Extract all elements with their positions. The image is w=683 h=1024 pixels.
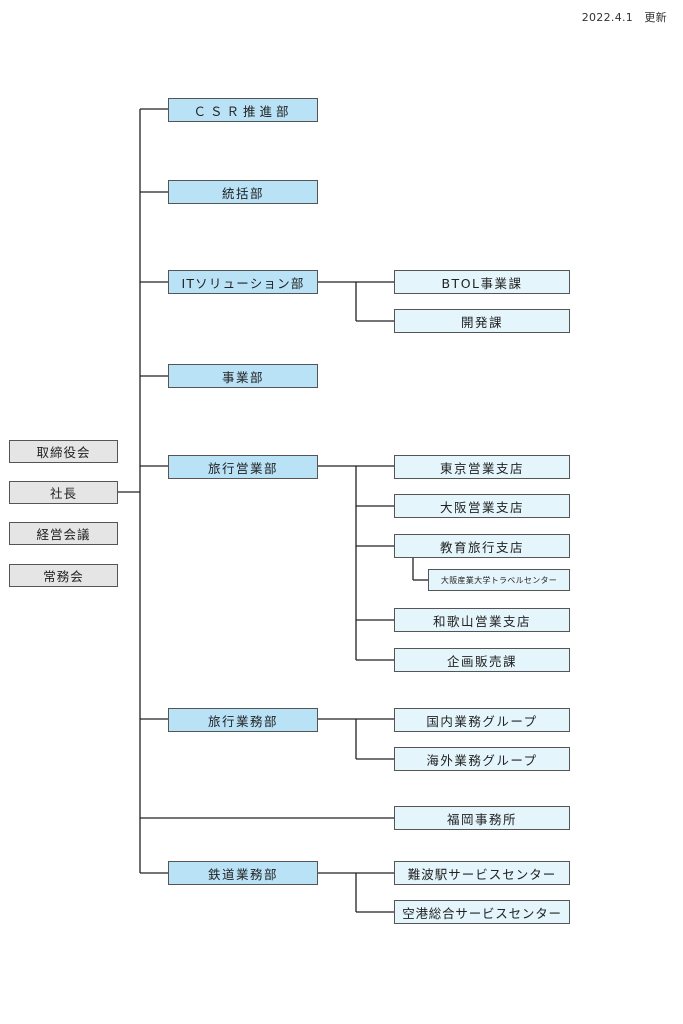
dept-railway: 鉄道業務部: [168, 861, 318, 885]
dept-csr: ＣＳＲ推進部: [168, 98, 318, 122]
namba-station-service-center: 難波駅サービスセンター: [394, 861, 570, 885]
board-of-directors-box: 取締役会: [9, 440, 118, 463]
dept-travel-operations: 旅行業務部: [168, 708, 318, 732]
section-planning-sales: 企画販売課: [394, 648, 570, 672]
dept-general-affairs: 統括部: [168, 180, 318, 204]
branch-tokyo: 東京営業支店: [394, 455, 570, 479]
branch-educational-travel: 教育旅行支店: [394, 534, 570, 558]
airport-service-center: 空港総合サービスセンター: [394, 900, 570, 924]
group-overseas-operations: 海外業務グループ: [394, 747, 570, 771]
dept-travel-sales: 旅行営業部: [168, 455, 318, 479]
branch-wakayama: 和歌山営業支店: [394, 608, 570, 632]
branch-osaka: 大阪営業支店: [394, 494, 570, 518]
osaka-sangyo-univ-travel-center: 大阪産業大学トラベルセンター: [428, 569, 570, 591]
management-meeting-box: 経営会議: [9, 522, 118, 545]
office-fukuoka: 福岡事務所: [394, 806, 570, 830]
dept-business: 事業部: [168, 364, 318, 388]
dept-it-solutions: ITソリューション部: [168, 270, 318, 294]
section-development: 開発課: [394, 309, 570, 333]
executive-committee-box: 常務会: [9, 564, 118, 587]
president-box: 社長: [9, 481, 118, 504]
group-domestic-operations: 国内業務グループ: [394, 708, 570, 732]
section-btol: BTOL事業課: [394, 270, 570, 294]
updated-date: 2022.4.1 更新: [581, 11, 667, 24]
